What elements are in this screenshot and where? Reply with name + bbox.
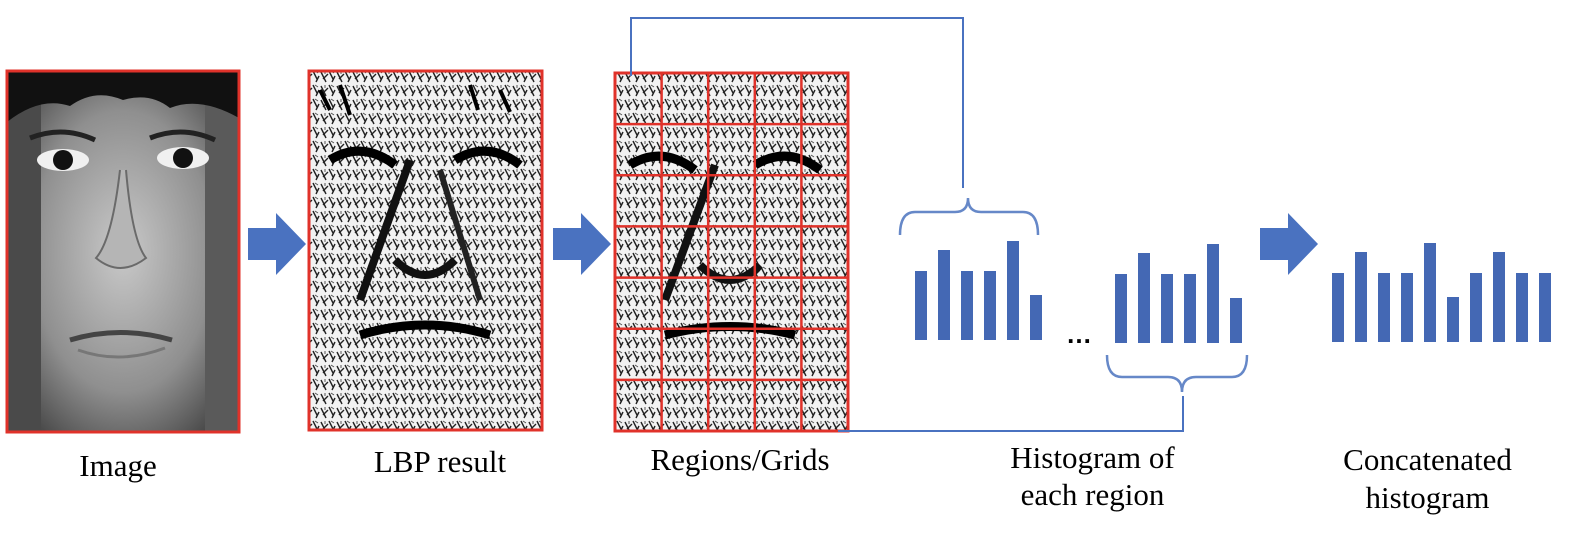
regions-grid-image xyxy=(615,73,848,431)
caption-image: Image xyxy=(79,448,157,483)
histogram-bar xyxy=(1161,274,1173,343)
histogram-bar xyxy=(915,271,927,340)
histogram-bar xyxy=(1184,274,1196,343)
region-grid-lines xyxy=(615,73,848,431)
histogram-bar xyxy=(1207,244,1219,343)
lbp-result-image xyxy=(309,71,542,430)
histogram-bar xyxy=(984,271,996,340)
histogram-concatenated xyxy=(1332,243,1551,342)
lbp-result-frame xyxy=(307,69,544,432)
arrow-right-1 xyxy=(248,213,306,275)
histogram-bar xyxy=(961,271,973,340)
connector-bottom xyxy=(838,396,1184,432)
caption-concatenated-line1: Concatenated xyxy=(1343,442,1512,477)
histogram-bar xyxy=(1138,253,1150,343)
histogram-bar xyxy=(1401,273,1413,342)
histogram-bar xyxy=(1493,252,1505,342)
ellipsis: … xyxy=(1066,319,1092,349)
bracket-bottom xyxy=(1105,354,1249,393)
histogram-bar xyxy=(1332,273,1344,342)
histogram-bar xyxy=(1007,241,1019,340)
caption-lbp-result: LBP result xyxy=(373,444,507,479)
regions-grid-frame xyxy=(613,71,850,433)
arrow-right-2 xyxy=(553,213,611,275)
histogram-bar xyxy=(1539,273,1551,342)
caption-histogram-line2: each region xyxy=(1020,477,1165,512)
histogram-bar xyxy=(1355,252,1367,342)
histogram-bar xyxy=(1424,243,1436,342)
connector-top xyxy=(630,17,964,188)
histogram-bar xyxy=(1470,273,1482,342)
caption-regions-grids: Regions/Grids xyxy=(650,442,830,477)
face-image xyxy=(7,71,239,432)
histogram-bar xyxy=(1115,274,1127,343)
histogram-bar xyxy=(938,250,950,340)
histogram-bar xyxy=(1030,295,1042,340)
histogram-bar xyxy=(1447,297,1459,342)
arrow-right-3 xyxy=(1260,213,1318,275)
histogram-region-1 xyxy=(915,241,1042,340)
face-image-frame xyxy=(5,69,241,434)
caption-concatenated-line2: histogram xyxy=(1365,480,1490,515)
caption-histogram-line1: Histogram of xyxy=(1010,440,1175,475)
histogram-bar xyxy=(1378,273,1390,342)
bracket-top xyxy=(898,197,1040,236)
histogram-bar xyxy=(1516,273,1528,342)
histogram-bar xyxy=(1230,298,1242,343)
histogram-region-2 xyxy=(1115,244,1242,343)
